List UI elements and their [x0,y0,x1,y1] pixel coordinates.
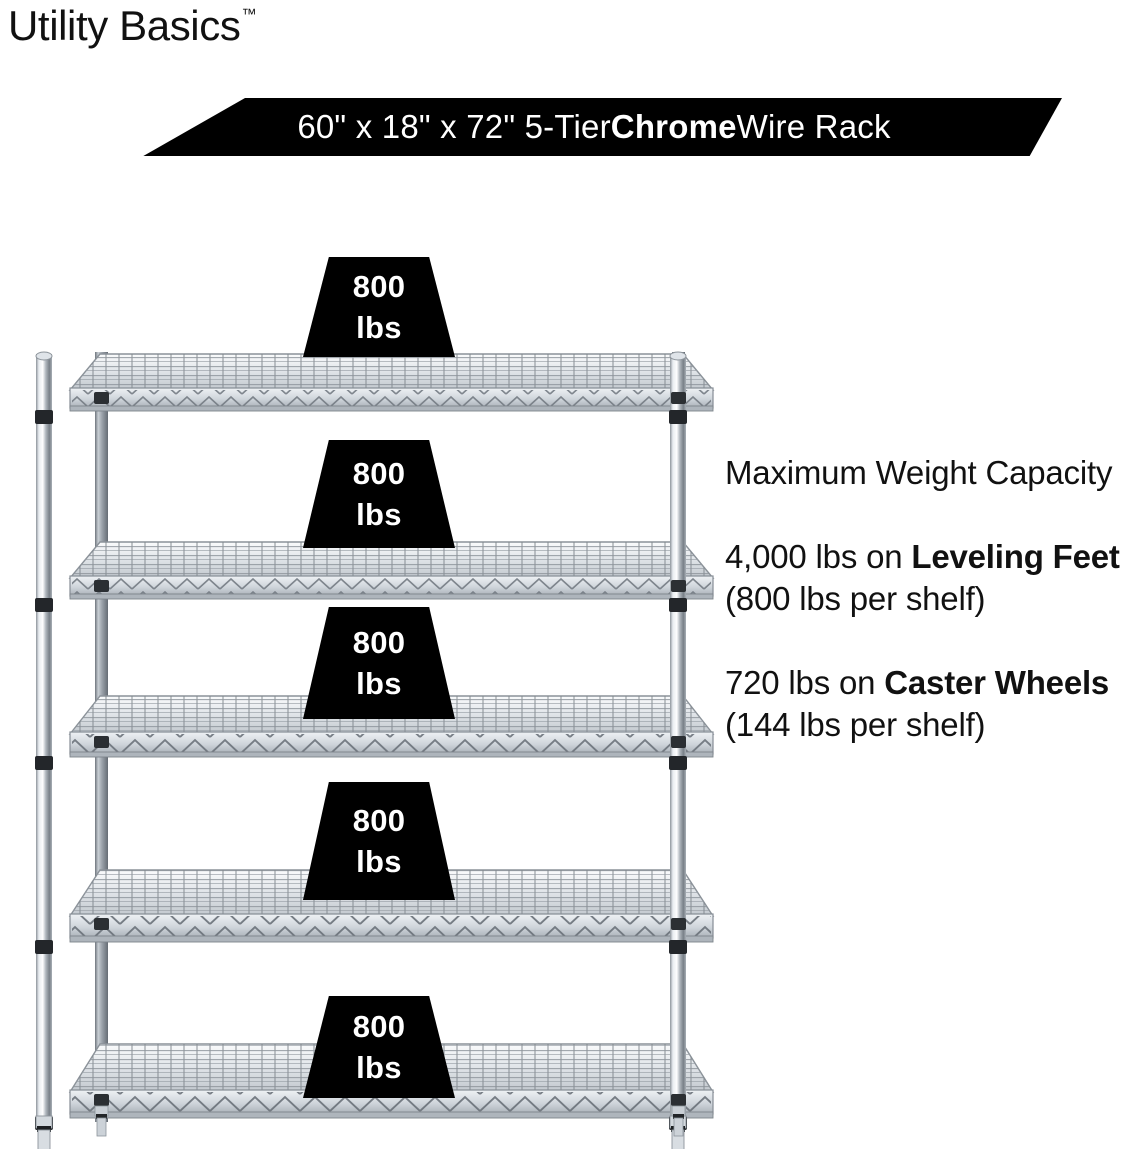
leveling-detail: (800 lbs per shelf) [725,579,986,617]
leveling-emphasis: Leveling Feet [911,537,1120,575]
brand-title: Utility Basics™ [8,2,257,50]
capacity-badge-shelf-1: 800 lbs [303,257,455,357]
rack-shelf-1 [68,353,715,412]
rack-shelf-2 [68,541,715,600]
capacity-badge-shelf-5: 800 lbs [303,996,455,1098]
caster-emphasis: Caster Wheels [884,663,1110,701]
badge-amount: 800 [352,455,406,491]
badge-unit: lbs [356,309,402,345]
caster-detail: (144 lbs per shelf) [725,705,986,743]
badge-amount: 800 [352,624,406,660]
badge-unit: lbs [356,843,402,879]
capacity-badge-shelf-3: 800 lbs [303,607,455,719]
leveling-feet-capacity: 4,000 lbs on Leveling Feet (800 lbs per … [725,536,1123,620]
banner-prefix: 60" x 18" x 72" 5-Tier [297,108,611,145]
caster-total: 720 lbs on [725,663,885,701]
capacity-badge-shelf-2: 800 lbs [303,440,455,548]
rack-leveling-feet [35,1105,687,1149]
capacity-heading: Maximum Weight Capacity [725,454,1113,491]
banner-emphasis: Chrome [610,108,737,145]
brand-name: Utility Basics [8,2,241,49]
trademark-symbol: ™ [241,6,257,23]
badge-unit: lbs [356,1049,402,1085]
banner-suffix: Wire Rack [736,108,891,145]
badge-unit: lbs [356,665,402,701]
capacity-copy-block: Maximum Weight Capacity 4,000 lbs on Lev… [725,452,1123,746]
wire-rack-illustration [0,330,720,1149]
caster-wheels-capacity: 720 lbs on Caster Wheels (144 lbs per sh… [725,662,1123,746]
badge-amount: 800 [352,1008,406,1044]
product-banner-text: 60" x 18" x 72" 5-Tier Chrome Wire Rack [143,98,1062,156]
badge-amount: 800 [352,802,406,838]
leveling-total: 4,000 lbs on [725,537,912,575]
product-banner: 60" x 18" x 72" 5-Tier Chrome Wire Rack [143,98,1062,156]
rack-shelf-4 [68,869,715,943]
badge-amount: 800 [352,268,406,304]
badge-unit: lbs [356,496,402,532]
capacity-badge-shelf-4: 800 lbs [303,782,455,900]
